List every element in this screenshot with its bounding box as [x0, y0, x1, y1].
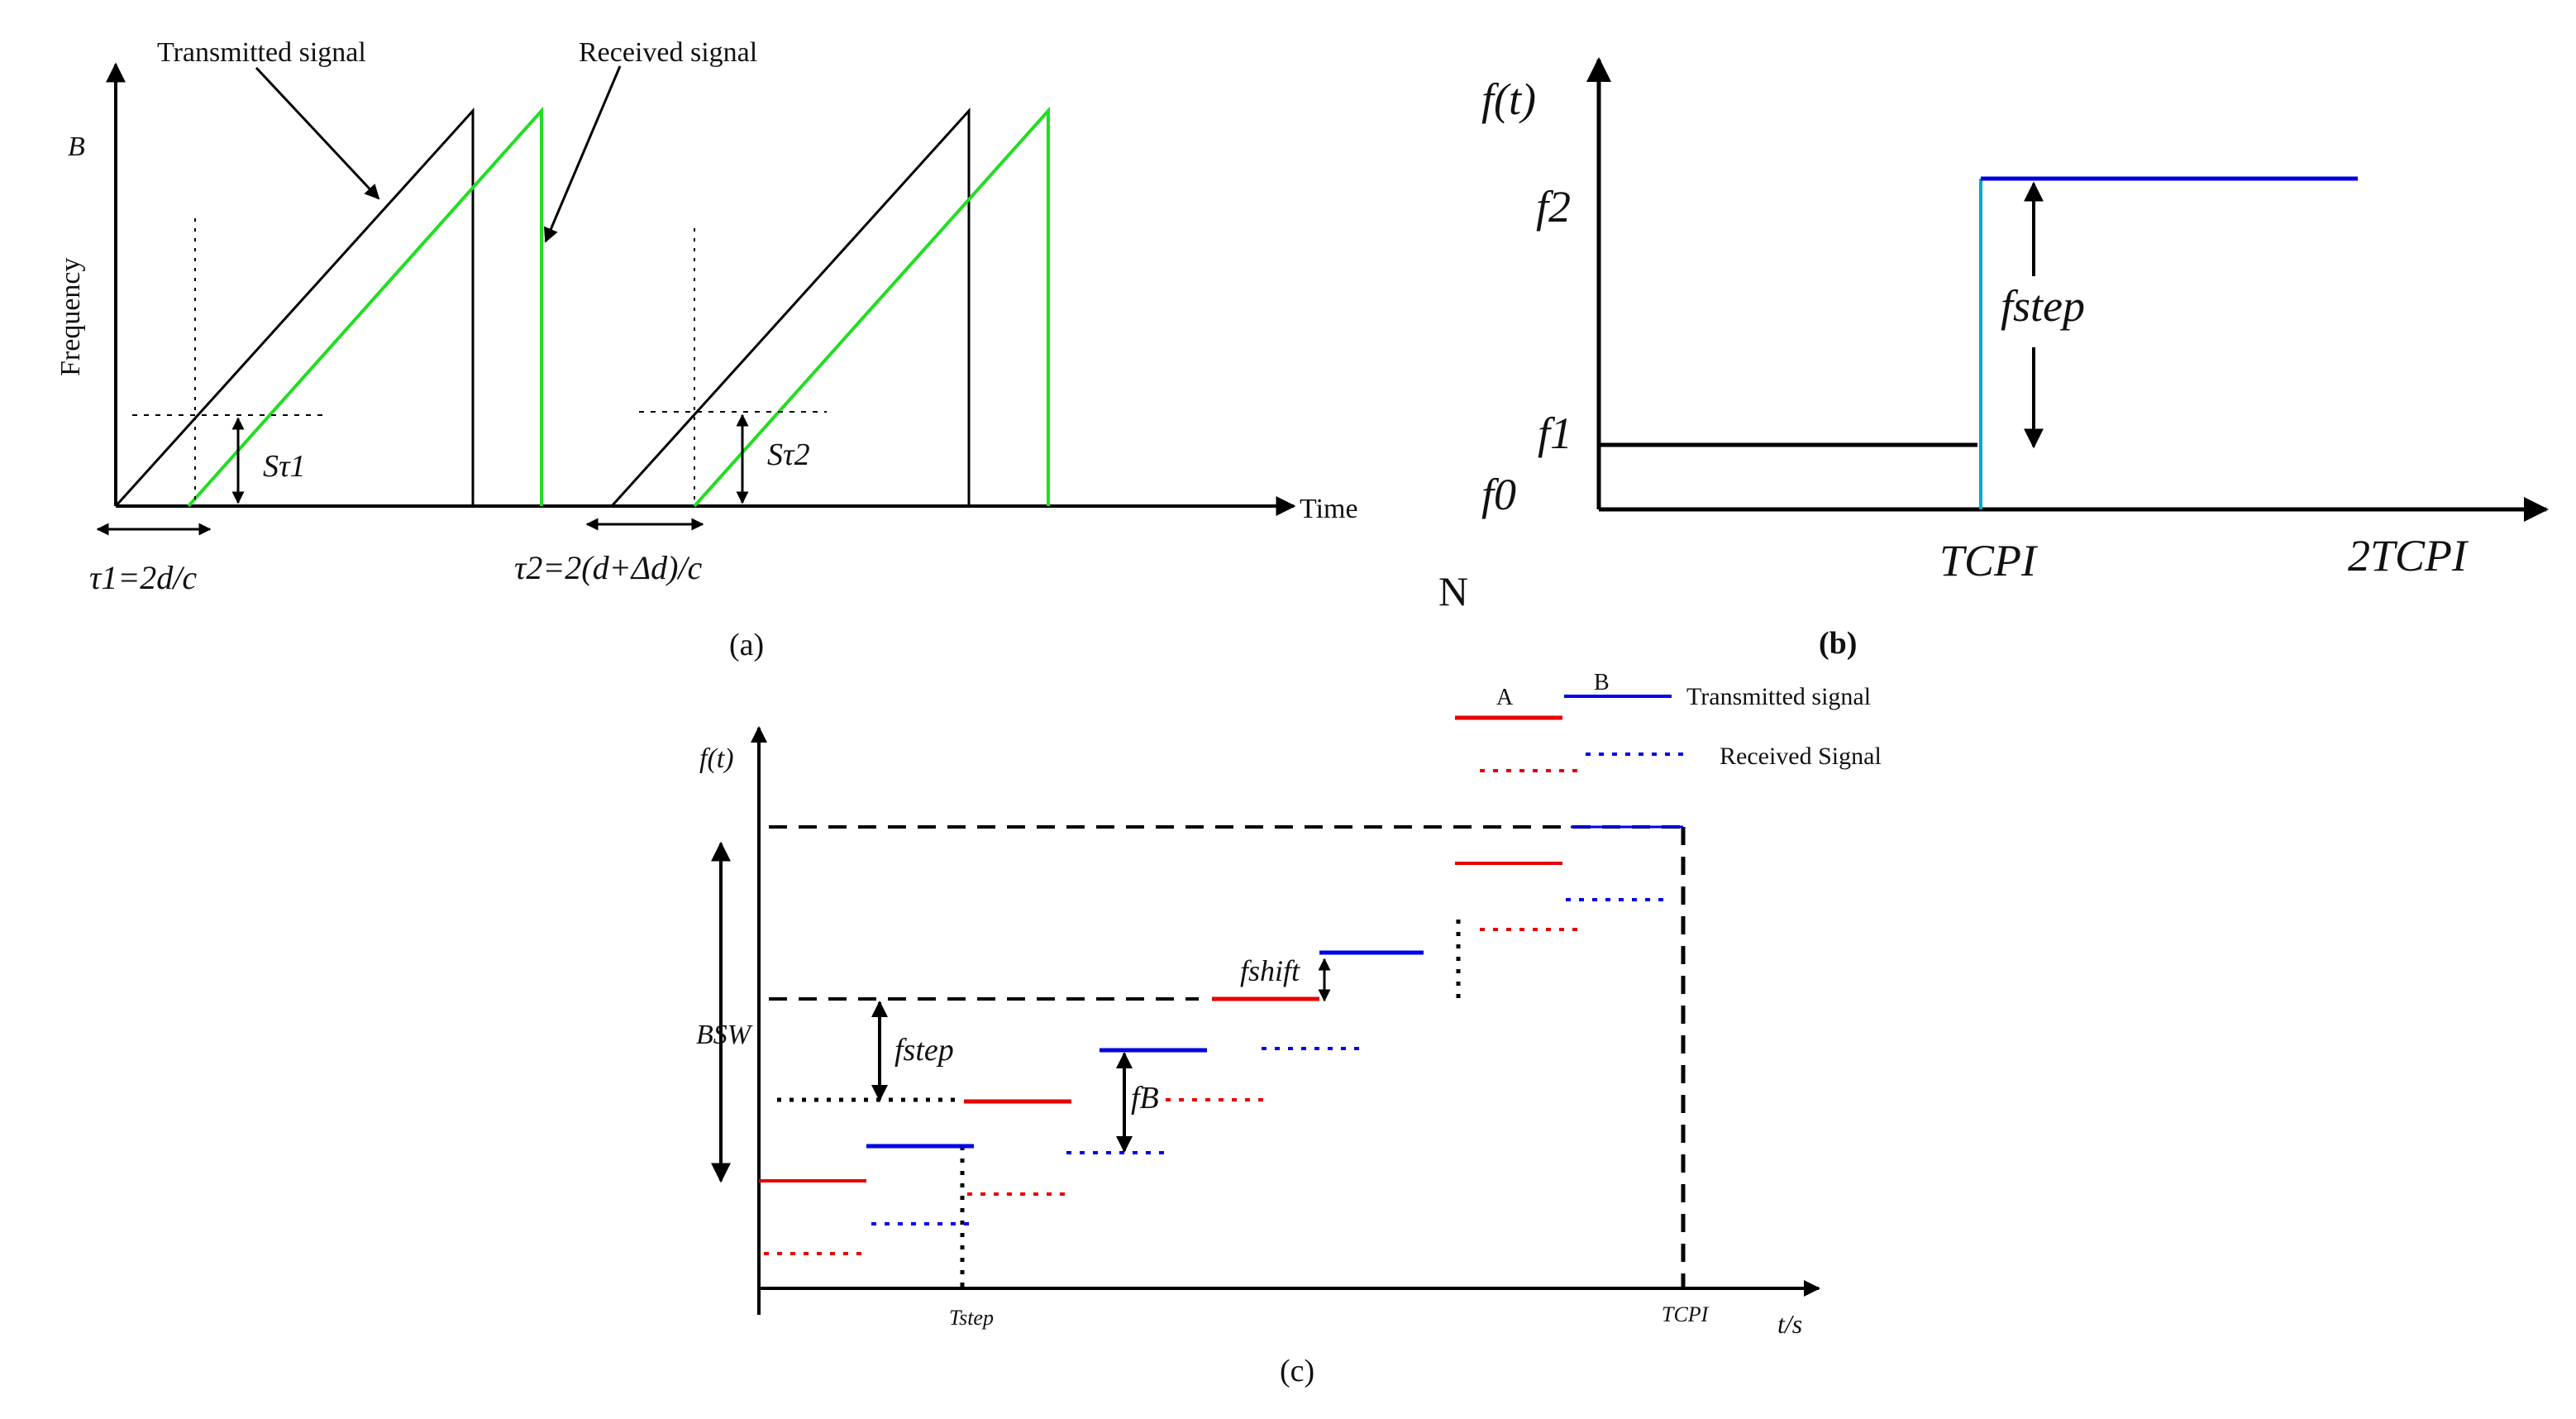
label-s-tau2: Sτ2	[767, 437, 810, 472]
panel-a-x-axis-label: Time	[1300, 494, 1358, 524]
label-tcpi-c: TCPI	[1662, 1302, 1710, 1326]
label-f2: f2	[1536, 182, 1571, 232]
transmitted-chirp-2	[610, 108, 971, 508]
received-chirp-1	[187, 106, 543, 508]
transmitted-callout-arrow	[255, 66, 380, 200]
transmitted-chirp-1	[114, 108, 475, 508]
panel-b-y-axis-label: f(t)	[1481, 74, 1536, 124]
panel-b: f(t) f2 f1 f0 fstep TCPI 2TCPI N (b)	[1438, 57, 2549, 661]
panel-c-x-axis-label: t/s	[1777, 1309, 1802, 1339]
panel-c-y-axis-label: f(t)	[699, 743, 734, 774]
label-s-tau1: Sτ1	[263, 449, 306, 484]
caption-c: (c)	[1280, 1354, 1314, 1388]
label-tau2: τ2=2(d+Δd)/c	[514, 549, 703, 586]
panel-c: A B Transmitted signal Received Signal	[696, 670, 1882, 1388]
label-2tcpi: 2TCPI	[2348, 531, 2469, 580]
label-bandwidth-B: B	[68, 131, 85, 162]
label-received-signal: Received signal	[579, 37, 757, 68]
panel-a: Transmitted signal Received signal B Fre…	[55, 37, 1358, 662]
caption-b: (b)	[1819, 626, 1857, 661]
label-fstep-c: fstep	[894, 1033, 954, 1068]
label-fshift: fshift	[1240, 954, 1300, 987]
label-fb: fB	[1131, 1081, 1159, 1116]
label-bsw: BSW	[696, 1020, 753, 1050]
stray-label-N: N	[1438, 568, 1468, 614]
received-callout-arrow	[544, 65, 622, 243]
legend-label-A: A	[1496, 685, 1514, 710]
label-f0: f0	[1481, 470, 1516, 519]
label-transmitted-signal: Transmitted signal	[157, 37, 366, 68]
label-tau1: τ1=2d/c	[89, 559, 197, 596]
received-chirp-2	[693, 106, 1050, 508]
label-fstep: fstep	[2001, 281, 2085, 331]
legend-label-received: Received Signal	[1720, 743, 1882, 770]
label-f1: f1	[1538, 408, 1572, 458]
label-tstep: Tstep	[949, 1306, 994, 1330]
caption-a: (a)	[729, 628, 764, 662]
legend-label-transmitted: Transmitted signal	[1686, 683, 1871, 710]
panel-a-y-axis-label: Frequency	[55, 257, 86, 376]
legend-label-B: B	[1594, 670, 1610, 695]
label-tcpi: TCPI	[1939, 536, 2039, 585]
